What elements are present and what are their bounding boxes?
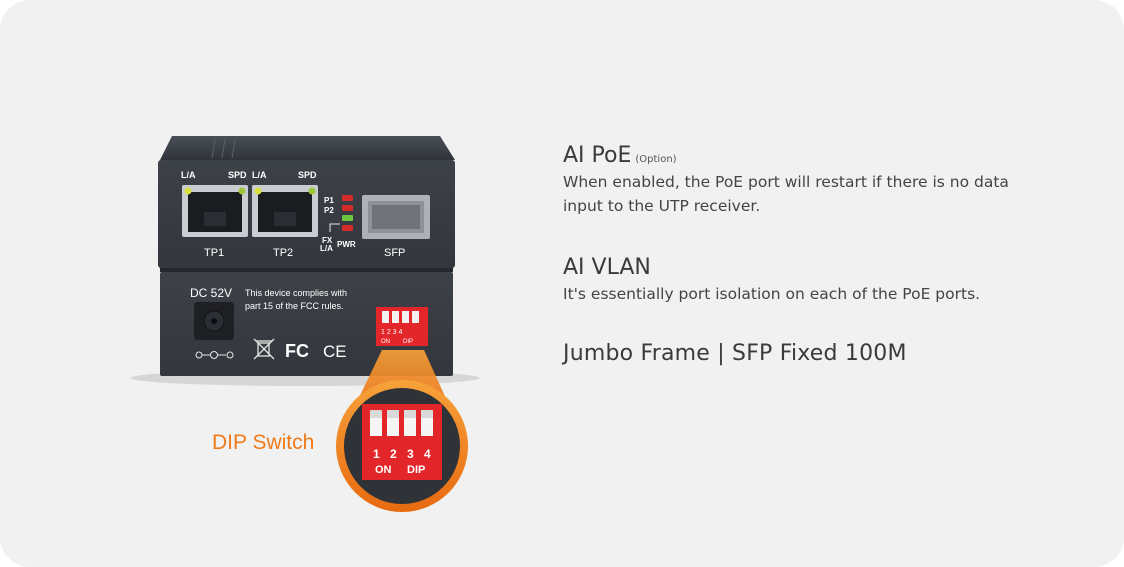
led-la-label: L/A <box>320 244 333 253</box>
tp1-la-led <box>184 187 192 195</box>
dip-small-dip: DIP <box>403 339 413 345</box>
tp1-la-label: L/A <box>181 170 196 180</box>
fc-mark: FC <box>285 341 309 361</box>
zoom-dip-number-1: 1 <box>373 447 380 461</box>
sfp-port <box>362 195 430 239</box>
feature-ai-vlan: AI VLAN It's essentially port isolation … <box>563 255 1033 306</box>
feature-jumbo-frame: Jumbo Frame | SFP Fixed 100M <box>563 341 907 366</box>
tp2-la-label: L/A <box>252 170 267 180</box>
top-unit-lid <box>160 136 455 160</box>
feature-title: Jumbo Frame | SFP Fixed 100M <box>563 341 907 366</box>
feature-title: AI VLAN <box>563 255 651 280</box>
feature-ai-poe: AI PoE(Option) When enabled, the PoE por… <box>563 143 1033 218</box>
led-p2-label: P2 <box>324 206 334 215</box>
lid-ridges <box>211 138 236 159</box>
tp2-label: TP2 <box>273 247 293 259</box>
dip-switch-small: 1 2 3 4 ON DIP <box>376 307 428 346</box>
ce-mark: CE <box>323 342 347 361</box>
led-p1-label: P1 <box>324 196 334 205</box>
media-converter-illustration: L/A SPD L/A SPD P1 P2 FX L/A PWR TP1 TP2… <box>130 136 480 512</box>
led-pwr-label: PWR <box>337 240 356 249</box>
dip-small-on: ON <box>381 339 390 345</box>
fcc-text-line1: This device complies with <box>245 288 347 298</box>
led-bracket <box>329 223 340 232</box>
feature-description: It's essentially port isolation on each … <box>563 285 981 303</box>
zoom-dip-number-4: 4 <box>424 447 431 461</box>
feature-title: AI PoE(Option) <box>563 143 1033 168</box>
feature-title-text: AI PoE <box>563 143 632 168</box>
fcc-text-line2: part 15 of the FCC rules. <box>245 301 344 311</box>
unit-gap <box>160 268 453 272</box>
polarity-symbol <box>195 351 234 359</box>
feature-description: When enabled, the PoE port will restart … <box>563 173 1009 215</box>
weee-icon <box>253 338 275 360</box>
zoom-dip-on-label: ON <box>375 464 392 476</box>
product-image: L/A SPD L/A SPD P1 P2 FX L/A PWR TP1 TP2… <box>0 0 540 567</box>
tp1-label: TP1 <box>204 247 224 259</box>
port-tp2 <box>252 185 318 237</box>
tp2-spd-label: SPD <box>298 170 317 180</box>
dip-small-numbers: 1 2 3 4 <box>381 329 403 336</box>
dip-switch-callout-label: DIP Switch <box>212 431 315 454</box>
led-fx-label: FX <box>322 236 333 245</box>
tp1-spd-label: SPD <box>228 170 247 180</box>
tp2-spd-led <box>308 187 316 195</box>
tp2-la-led <box>254 187 262 195</box>
bottom-unit-front <box>160 272 453 376</box>
zoom-dip-number-2: 2 <box>390 447 397 461</box>
port-tp1 <box>182 185 248 237</box>
dc-power-jack <box>194 302 234 340</box>
tp1-spd-led <box>238 187 246 195</box>
dc-label: DC 52V <box>190 286 232 300</box>
sfp-label: SFP <box>384 247 405 259</box>
feature-option-note: (Option) <box>635 154 677 165</box>
status-leds <box>342 195 353 231</box>
zoom-dip-dip-label: DIP <box>407 464 425 476</box>
zoom-dip-switch: 1 2 3 4 ON DIP <box>344 388 460 504</box>
zoom-dip-number-3: 3 <box>407 447 414 461</box>
